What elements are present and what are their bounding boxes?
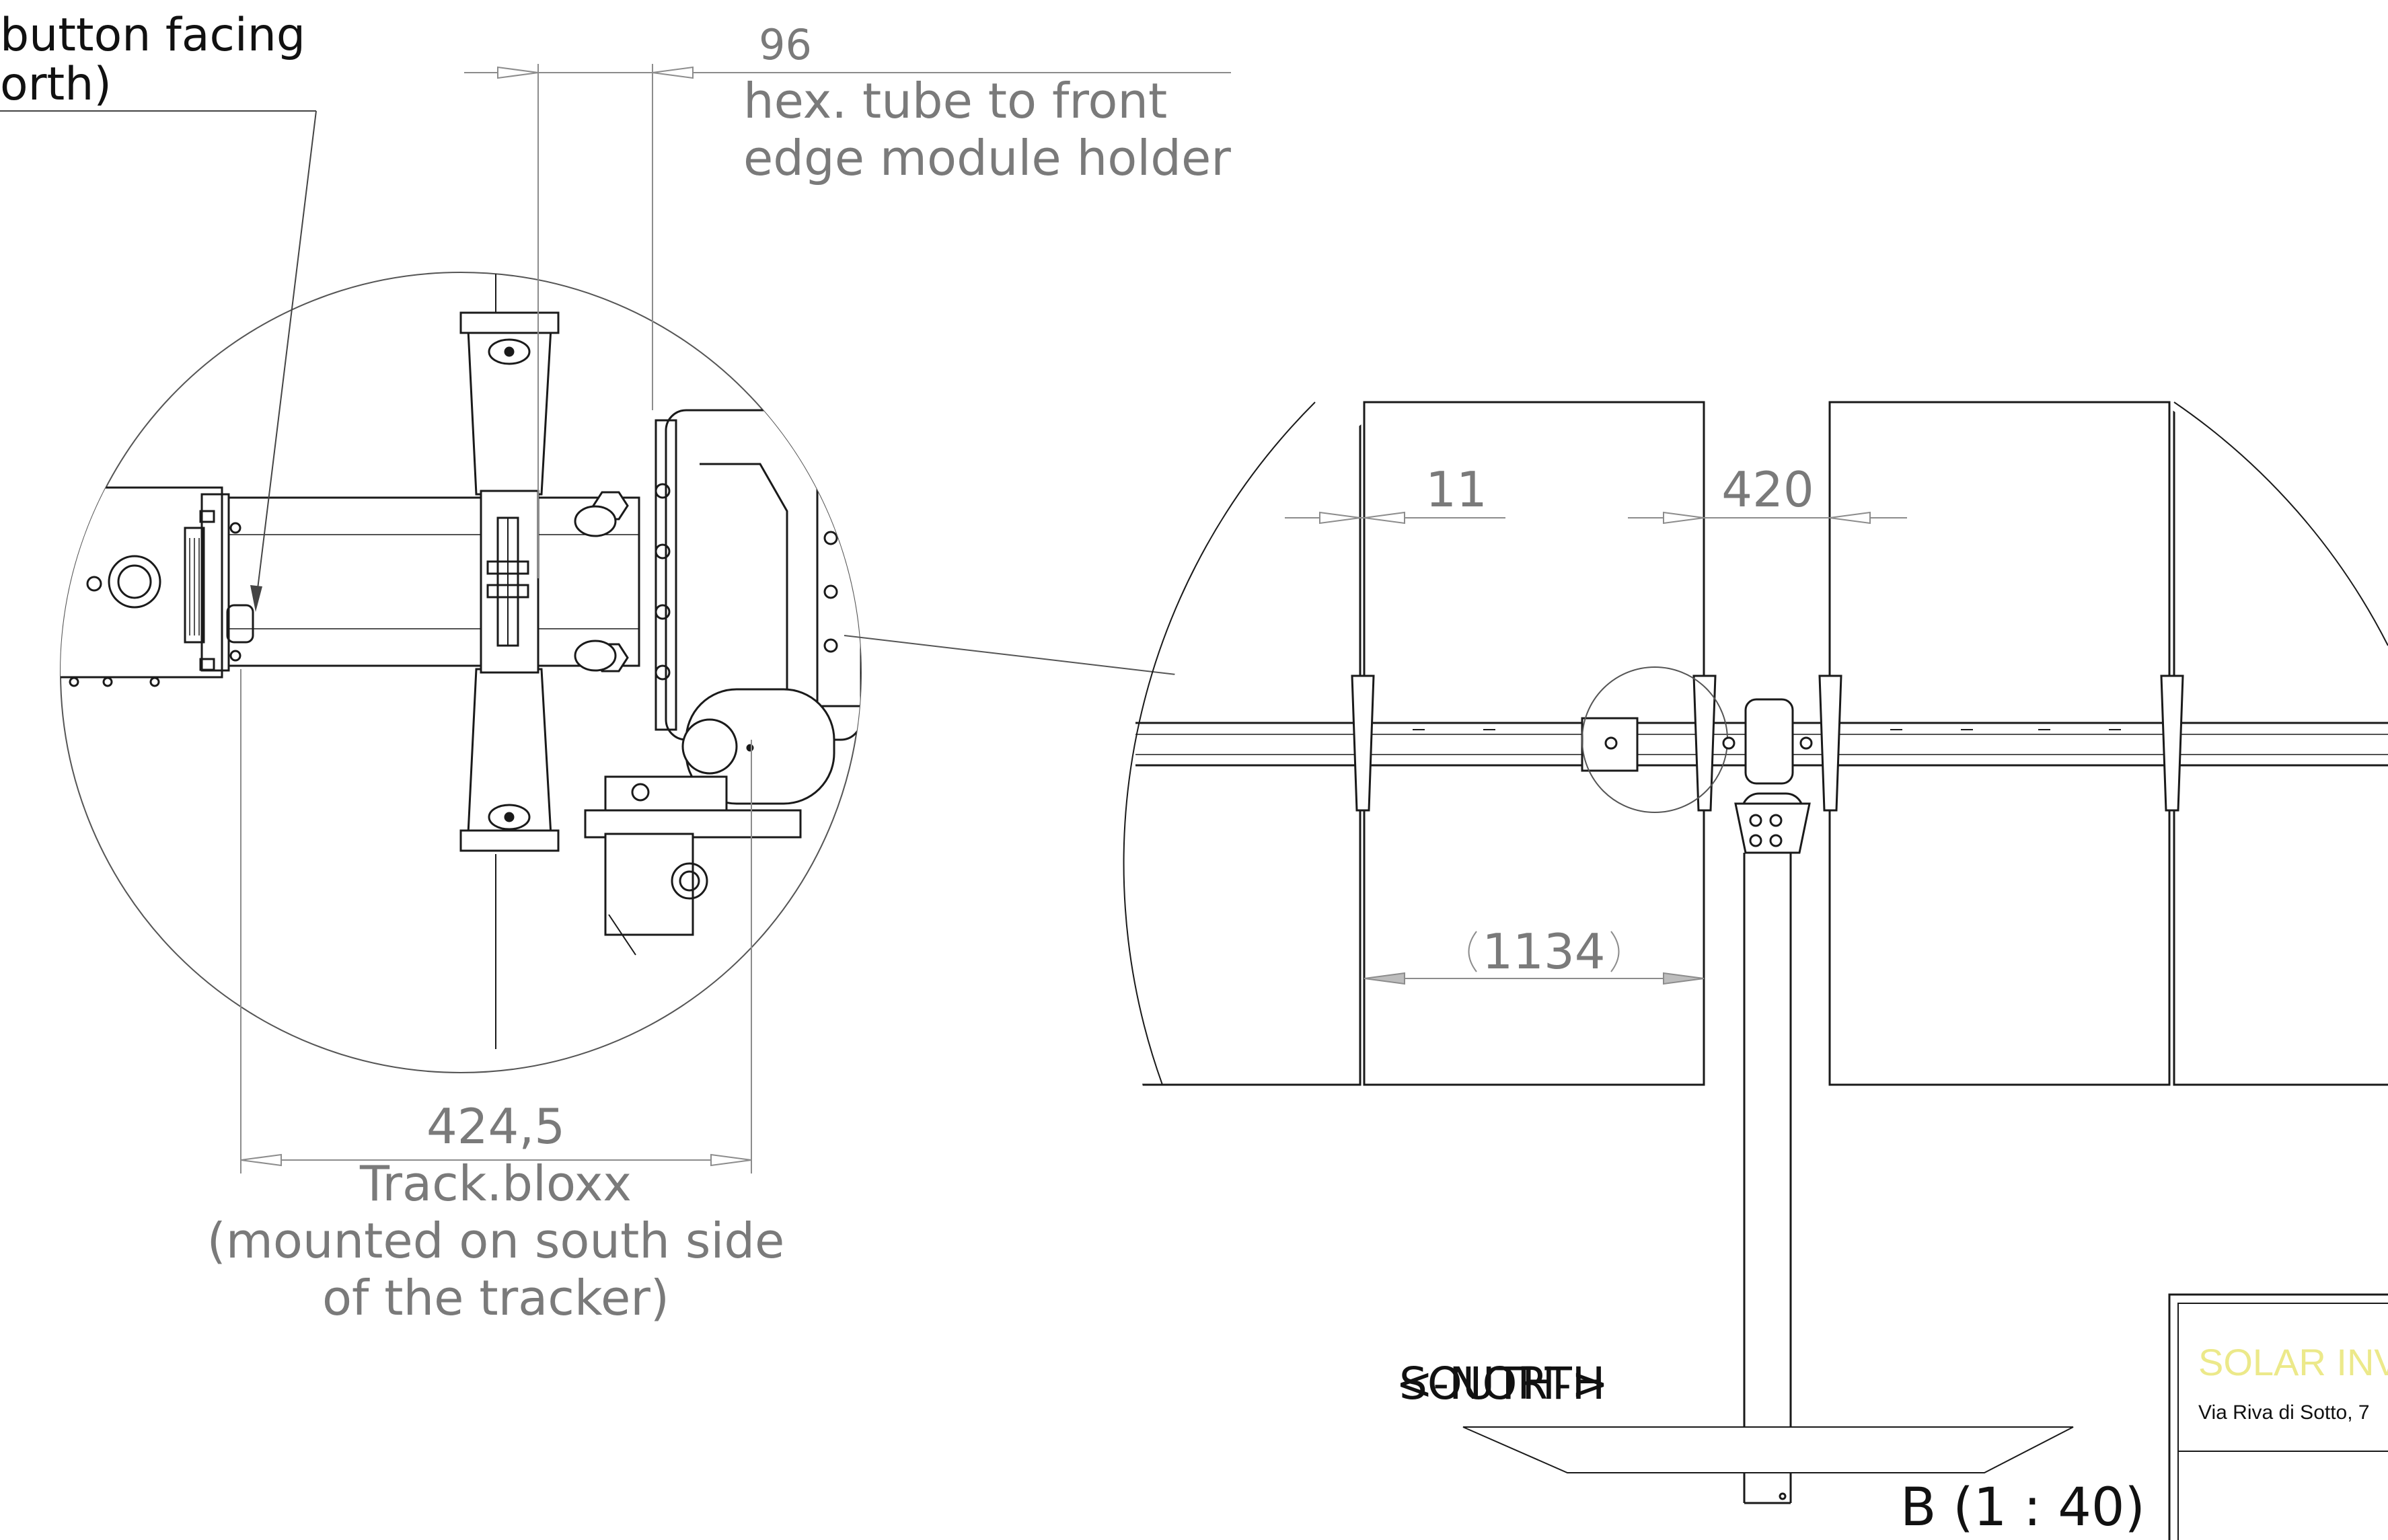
dimension-424-5-label-3: of the tracker)	[322, 1270, 669, 1326]
dimension-424-5-label-2: (mounted on south side	[207, 1212, 785, 1269]
dimension-424-5-label-1: Track.bloxx	[359, 1155, 632, 1212]
solar-module-left	[1363, 401, 1705, 1086]
dimension-96-value: 96	[759, 20, 812, 69]
mounting-bracket	[584, 775, 802, 956]
module-holder	[459, 311, 560, 852]
dimension-11	[1285, 511, 1505, 525]
module-clamp	[1351, 675, 2184, 812]
hex-tube	[227, 496, 640, 667]
solar-module-outer-right	[2173, 401, 2388, 1086]
solar-module-right	[1828, 401, 2171, 1086]
dimension-424-5	[240, 669, 752, 1173]
dimension-96-label-2: edge module holder	[743, 130, 1231, 186]
view-scale-label: B (1 : 40)	[1900, 1477, 2145, 1538]
dimension-1134	[1364, 931, 1705, 985]
title-block: SOLAR INVE Via Riva di Sotto, 7	[2168, 1293, 2388, 1540]
tracker-post	[1743, 853, 1792, 1504]
ground-foundation	[1462, 1426, 2074, 1473]
detail-view: 96 hex. tube to front edge module holder…	[0, 9, 1231, 1326]
track-bloxx-unit	[61, 486, 254, 687]
dimension-1134-value: 1134	[1482, 923, 1605, 980]
solar-module-outer-left	[1123, 401, 1361, 1086]
title-block-company: SOLAR INVE	[2198, 1341, 2388, 1383]
slewing-drive-overview	[1722, 698, 1813, 854]
overview-view: 11 420 1134 <-NORTH SOUTH-> B (1 : 40)	[1123, 401, 2388, 1538]
dimension-424-5-value: 424,5	[426, 1098, 565, 1155]
dimension-11-value: 11	[1425, 461, 1487, 518]
dimension-420	[1628, 511, 1907, 525]
direction-south-label: SOUTH->	[1399, 1358, 1608, 1410]
button-note-line-2: orth)	[0, 58, 112, 111]
title-block-address: Via Riva di Sotto, 7	[2198, 1401, 2370, 1424]
button-note-line-1: button facing	[0, 9, 305, 62]
dimension-96-label-1: hex. tube to front	[743, 73, 1167, 129]
slewing-drive	[655, 409, 861, 741]
track-bloxx-overview	[1581, 717, 1639, 772]
dimension-420-value: 420	[1721, 461, 1814, 518]
direction-north-label: <-NORTH	[1396, 1358, 1605, 1410]
dimension-96	[464, 64, 1231, 578]
